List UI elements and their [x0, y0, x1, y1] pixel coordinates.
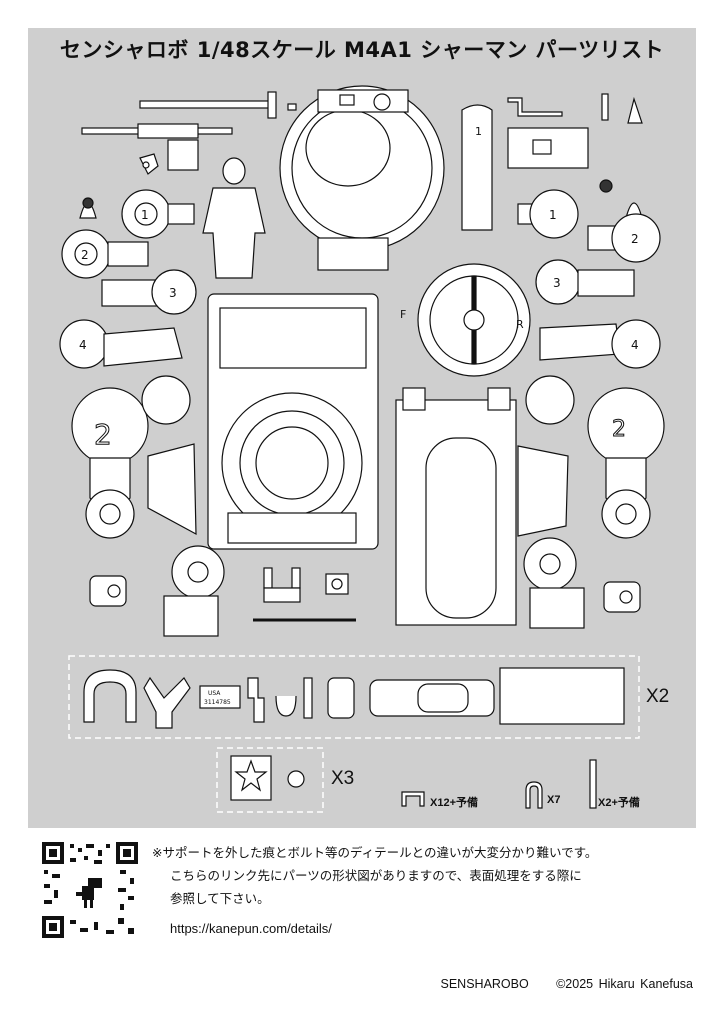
hull-upper-part: [207, 293, 379, 550]
joint-part-3-right: 3: [535, 259, 635, 305]
turret-ring-part: F R: [400, 263, 531, 377]
pin-multiplier: X2+予備: [598, 797, 640, 809]
note-line-2: こちらのリンク先にパーツの形状図がありますので、表面処理をする際に: [170, 868, 582, 883]
star-x3-dashed-frame: [216, 747, 324, 813]
svg-text:2: 2: [612, 417, 626, 442]
svg-text:2: 2: [81, 248, 89, 262]
figure-commander-part: [202, 157, 266, 279]
svg-text:F: F: [400, 308, 406, 321]
joint-part-2-left: 2: [61, 229, 149, 279]
svg-text:4: 4: [79, 338, 87, 352]
small-tab-part-left: [89, 575, 127, 607]
bracket-part: [507, 97, 563, 117]
small-square-part: [325, 573, 349, 595]
wheel-3-right: [523, 537, 585, 629]
joint-part-2-right: 2: [587, 213, 661, 263]
joint-part-3-left: 3: [101, 269, 197, 315]
side-plate-part-1: 1: [461, 104, 493, 231]
bogie-part-right: 2: [587, 387, 665, 539]
u-part-tall: [525, 781, 543, 809]
svg-text:R: R: [516, 318, 524, 331]
dinosaur-icon: [76, 878, 102, 908]
small-tab-part-right: [603, 581, 641, 613]
svg-text:3: 3: [553, 276, 561, 290]
pin-part: [589, 759, 597, 809]
footer: SENSHAROBO ©2025 Hikaru Kanefusa: [441, 977, 694, 991]
svg-text:2: 2: [94, 418, 112, 451]
joint-part-1-left: 1: [121, 189, 195, 239]
parts-illustration: 1 1 2: [59, 85, 665, 813]
hull-lower-part: [395, 387, 517, 626]
u-tall-multiplier: X7: [547, 794, 561, 806]
svg-text:1: 1: [475, 125, 482, 138]
small-pin-part: [601, 93, 643, 124]
note-line-1: ※サポートを外した痕とボルト等のディテールとの違いが大変分かり難いです。: [152, 845, 598, 860]
star-icon: [234, 759, 268, 792]
details-link[interactable]: https://kanepun.com/details/: [170, 921, 332, 936]
bogie-part-left: 2: [71, 387, 149, 539]
suspension-arm-right: [517, 375, 575, 537]
machine-gun-part: [81, 123, 233, 171]
joint-part-4-left: 4: [59, 319, 183, 369]
svg-text:USA: USA: [208, 690, 221, 697]
svg-text:3114785: 3114785: [204, 699, 231, 706]
turret-shell-part: [279, 85, 445, 271]
wheel-3-left: [163, 545, 225, 637]
svg-text:1: 1: [549, 208, 557, 222]
lamp-part-left: [79, 197, 97, 219]
svg-text:1: 1: [141, 208, 149, 222]
footer-brand: SENSHAROBO: [440, 977, 529, 991]
note-line-3: 参照して下さい。: [170, 891, 270, 906]
sprue-x2-parts: USA 3114785: [83, 667, 625, 729]
round-cap-part: [287, 770, 305, 788]
svg-text:3: 3: [169, 286, 177, 300]
hatch-block-part: [507, 127, 589, 169]
page-title: センシャロボ 1/48スケール M4A1 シャーマン パーツリスト: [59, 38, 665, 62]
qr-code-icon: [40, 840, 140, 940]
star-multiplier: X3: [331, 768, 355, 789]
periscope-pair-part: [263, 567, 301, 603]
svg-text:4: 4: [631, 338, 639, 352]
joint-part-4-right: 4: [539, 319, 661, 369]
suspension-arm-left: [141, 375, 197, 536]
svg-text:2: 2: [631, 232, 639, 246]
main-gun-barrel-part: [139, 91, 297, 119]
sprue-multiplier: X2: [646, 686, 670, 707]
sprue-x2-dashed-frame: [68, 655, 640, 739]
small-clamp-part: [139, 153, 159, 175]
u-part-small: [401, 791, 425, 807]
lamp-part-right: [599, 179, 643, 219]
joint-part-1-right: 1: [517, 189, 579, 239]
footer-copyright: ©2025 Hikaru Kanefusa: [556, 977, 693, 991]
u-small-multiplier: X12+予備: [430, 797, 478, 809]
